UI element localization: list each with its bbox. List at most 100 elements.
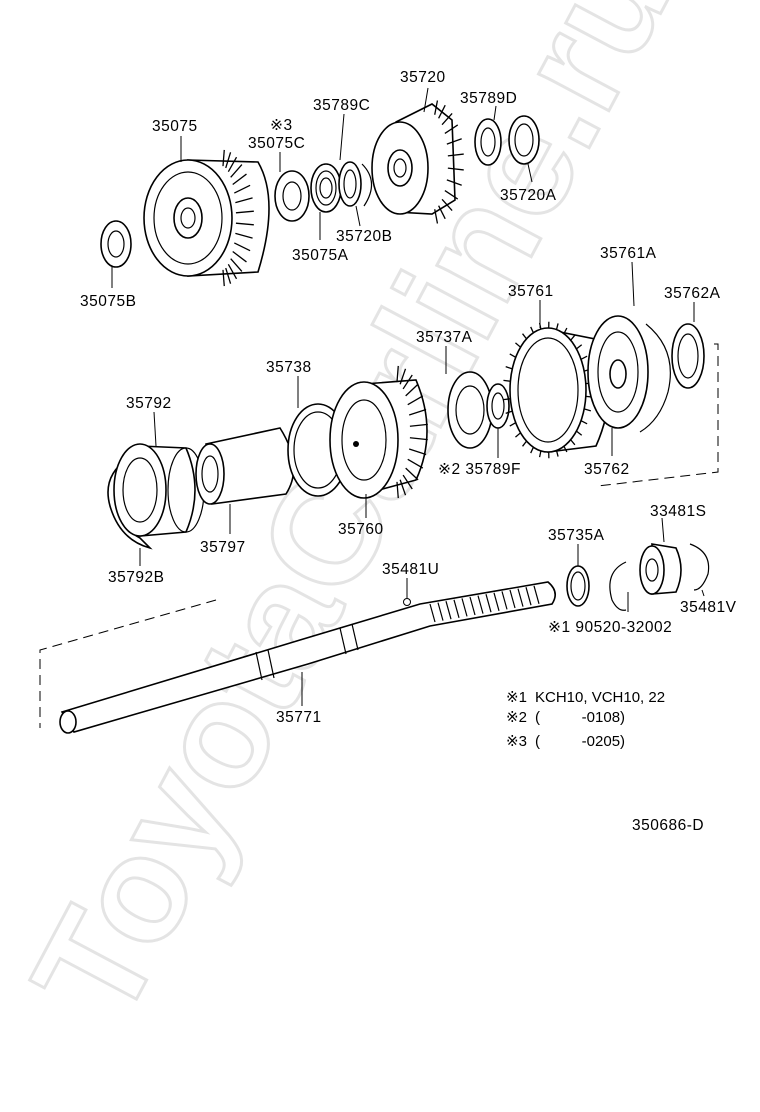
gear-tooth [570,439,576,446]
ball-35481u [403,598,411,606]
gear-tooth [230,258,243,272]
gear-tooth [230,164,243,178]
gear-tooth [235,210,254,214]
gear-tooth [576,430,583,436]
gear-tooth [522,333,528,340]
label-35771: 35771 [276,709,322,726]
gear-tooth [509,353,517,358]
label-35761: 35761 [508,283,554,300]
shaft-spline [429,603,436,623]
gear-tooth [434,100,439,115]
label-35735a: 35735A [548,527,605,544]
gear-tooth [232,250,247,263]
leader-lines [111,87,705,706]
label-35720: 35720 [400,69,446,86]
label-35789c: 35789C [313,97,370,114]
gear-tooth [580,355,588,360]
label-35720a: 35720A [500,187,557,204]
gear-tooth [438,205,446,220]
assembly-outline-right [597,343,719,487]
gear-tooth [576,344,583,350]
gear-tooth [503,379,511,382]
shaft-spline [501,591,508,610]
gear-tooth [538,450,542,458]
snap-ring-35761a [639,323,671,433]
label-35792b: 35792B [108,569,164,586]
note-2-text: ( -0108) [535,709,625,726]
note-2-mark: ※2 [506,709,527,726]
gear-tooth [503,398,511,401]
gear-tooth [505,366,513,370]
gear-tooth [555,323,559,330]
gear-tooth [408,448,427,456]
drum-35075 [143,149,270,287]
gear-tooth [222,269,225,287]
gear-tooth [402,474,413,490]
assembly-outline-left [39,599,217,728]
label-35789d: 35789D [460,90,517,107]
label-35720b: 35720B [336,228,392,245]
gear-tooth [441,198,453,211]
gear-tooth [225,152,232,169]
gear-tooth [235,232,253,239]
gear-tooth [225,267,232,284]
gear-tooth [446,138,462,145]
gear-tooth [444,189,459,200]
gear-tooth [232,173,247,186]
label-35075b: 35075B [80,293,136,310]
drawing-number: 350686-D [632,817,704,834]
label-35075c: 35075C [248,135,305,152]
drum-35760 [329,365,428,499]
label-35761a: 35761A [600,245,657,262]
label-35789f: ※2 35789F [438,461,521,478]
gear-tooth [505,410,513,414]
shaft-spline [509,589,516,609]
gear-tooth [399,479,407,496]
label-35481v: 35481V [680,599,737,616]
gear-tooth [408,408,427,416]
flange-35762 [587,315,649,429]
gear-tooth [530,326,534,334]
bearing-35075a [310,163,342,213]
label-35760: 35760 [338,521,384,538]
gear-tooth [233,242,251,252]
bearing-35792 [113,443,205,537]
snap-ring-35789c [361,163,373,207]
gear-tooth [438,104,446,119]
shaft-spline [525,587,532,606]
note-3-text: ( -0205) [535,733,625,750]
note-3-mark: ※3 [506,733,527,750]
gear-tooth [222,149,225,167]
gear-tooth [407,395,424,406]
sleeve-35797 [195,427,295,505]
gear-tooth [402,374,413,390]
gear-tooth [227,264,238,280]
label-35075c-mark: ※3 [270,117,293,134]
gear-tooth [515,432,521,438]
shaft-spline [533,585,540,604]
gear-tooth [405,467,419,481]
gear-tooth [434,209,439,224]
washer-35075c [274,170,310,222]
shaft-spline [469,596,476,616]
note-1-text: KCH10, VCH10, 22 [535,689,665,706]
plate-35737a [447,371,493,449]
ring-35789f [486,383,510,429]
label-35762a: 35762A [664,285,721,302]
gear-tooth [563,445,568,453]
gear-tooth [584,408,592,412]
gear-tooth [446,179,462,186]
note-1-mark: ※1 [506,689,527,706]
ring-90520-32002 [609,561,627,611]
gear-tooth [563,327,568,335]
clip-35481v [689,543,710,591]
shaft-spline [517,588,524,607]
gear-tooth [441,113,453,126]
gear-tooth [522,440,528,447]
gear-tooth [396,365,399,383]
gear-tooth [405,383,419,397]
label-35075: 35075 [152,118,198,135]
gear-tooth [515,342,521,348]
gear-tooth [447,167,464,171]
